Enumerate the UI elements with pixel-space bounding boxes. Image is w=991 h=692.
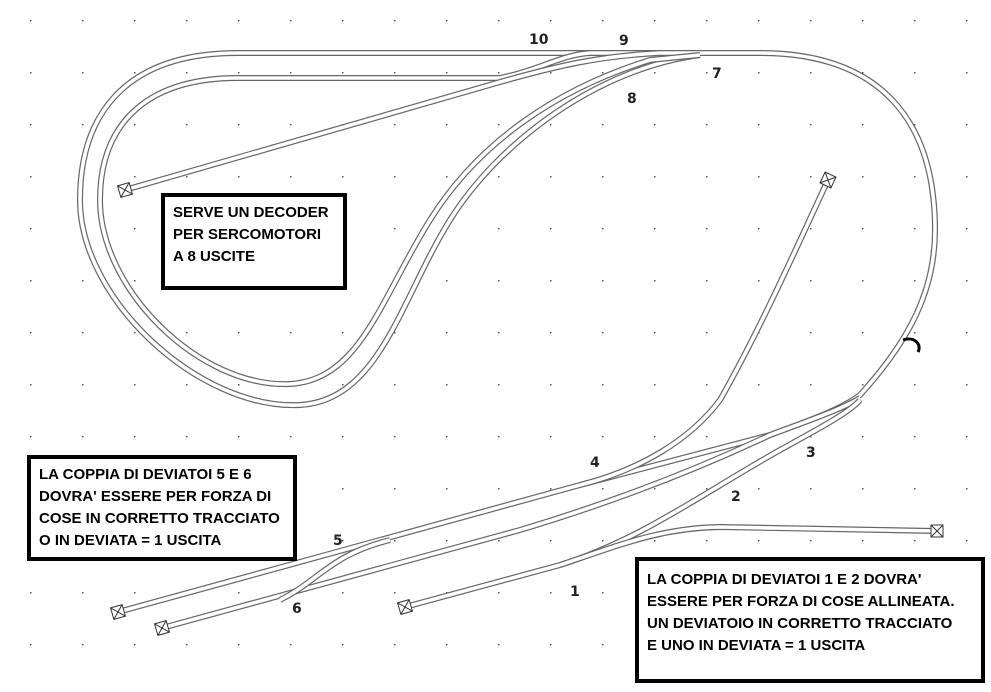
note-line: LA COPPIA DI DEVIATOI 5 E 6: [39, 466, 252, 483]
track-branch-right: [559, 523, 938, 568]
track-inner-top-straight: [238, 50, 591, 81]
turnout-label-5: 5: [333, 533, 343, 549]
track-crossover-5-6: [278, 537, 391, 603]
track-spur-up: [579, 178, 831, 488]
track-outer-loop: [76, 50, 760, 409]
note-line: A 8 USCITE: [173, 248, 255, 265]
note-line: O IN DEVIATA = 1 USCITA: [39, 532, 222, 549]
buffer-stops: [109, 171, 944, 637]
turnout-label-1: 1: [570, 584, 580, 600]
note-line: DOVRA' ESSERE PER FORZA DI: [39, 488, 272, 505]
track-siding-spur: [124, 50, 661, 193]
turnout-label-2: 2: [731, 489, 741, 505]
track-end-curl: [902, 337, 921, 353]
note-pair-1-2: LA COPPIA DI DEVIATOI 1 E 2 DOVRA' ESSER…: [635, 557, 985, 683]
track-inner-loop: [96, 52, 701, 388]
turnout-label-6: 6: [292, 601, 302, 617]
note-line: UN DEVIATOIO IN CORRETTO TRACCIATO: [647, 615, 953, 632]
note-line: PER SERCOMOTORI: [173, 226, 322, 243]
turnout-label-10: 10: [529, 32, 549, 48]
note-line: COSE IN CORRETTO TRACCIATO: [39, 510, 280, 527]
note-line: LA COPPIA DI DEVIATOI 1 E 2 DOVRA': [647, 571, 922, 588]
note-line: SERVE UN DECODER: [173, 204, 329, 221]
note-line: E UNO IN DEVIATA = 1 USCITA: [647, 637, 866, 654]
turnout-label-8: 8: [627, 91, 637, 107]
turnout-label-7: 7: [712, 66, 722, 82]
turnout-label-3: 3: [806, 445, 816, 461]
track-main-line-b: [161, 395, 862, 631]
turnout-label-4: 4: [590, 455, 600, 471]
note-line: ESSERE PER FORZA DI COSE ALLINEATA.: [647, 593, 955, 610]
turnout-label-9: 9: [619, 33, 629, 49]
note-decoder: SERVE UN DECODER PER SERCOMOTORI A 8 USC…: [161, 193, 347, 290]
note-pair-5-6: LA COPPIA DI DEVIATOI 5 E 6 DOVRA' ESSER…: [27, 455, 297, 561]
